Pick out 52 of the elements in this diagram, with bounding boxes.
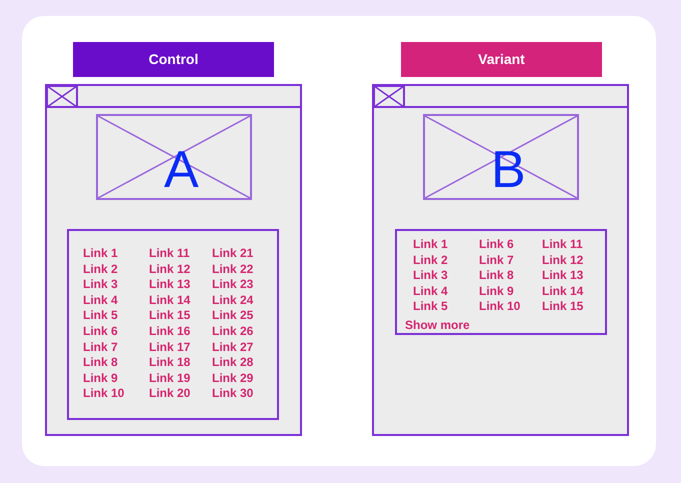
browser-window bbox=[372, 84, 629, 436]
link-panel bbox=[395, 229, 607, 335]
link-text: Link 18 bbox=[149, 355, 190, 371]
link-text: Link 3 bbox=[83, 277, 118, 293]
link-text: Link 6 bbox=[479, 237, 514, 253]
link-text: Link 9 bbox=[479, 284, 514, 300]
link-text: Link 4 bbox=[83, 292, 118, 308]
link-text: Link 4 bbox=[413, 284, 448, 300]
link-text: Link 20 bbox=[149, 386, 190, 402]
link-text: Link 15 bbox=[542, 299, 584, 315]
link-text: Link 2 bbox=[83, 262, 118, 278]
label-banner: Control bbox=[73, 42, 274, 77]
link-text: Link 1 bbox=[413, 237, 448, 253]
link-text: Link 12 bbox=[542, 252, 584, 268]
link-text: Link 26 bbox=[212, 324, 254, 340]
link-text: Link 12 bbox=[149, 262, 190, 278]
link-text: Link 14 bbox=[542, 284, 584, 300]
link-panel bbox=[67, 229, 279, 420]
link-text: Link 8 bbox=[479, 268, 514, 284]
label-banner: Variant bbox=[401, 42, 602, 77]
link-text: Link 23 bbox=[212, 277, 254, 293]
link-text: Link 17 bbox=[149, 340, 190, 356]
link-text: Link 5 bbox=[83, 308, 118, 324]
link-text: Link 6 bbox=[83, 324, 118, 340]
show-more-link: Show more bbox=[405, 318, 470, 334]
link-text: Link 15 bbox=[149, 308, 190, 324]
browser-window bbox=[45, 84, 302, 436]
link-text: Link 5 bbox=[413, 299, 448, 315]
link-text: Link 13 bbox=[542, 268, 584, 284]
link-text: Link 11 bbox=[542, 237, 583, 253]
link-text: Link 22 bbox=[212, 262, 254, 278]
link-text: Link 9 bbox=[83, 370, 118, 386]
link-text: Link 7 bbox=[479, 252, 514, 268]
link-text: Link 10 bbox=[479, 299, 520, 315]
link-text: Link 14 bbox=[149, 292, 190, 308]
link-text: Link 27 bbox=[212, 340, 254, 356]
link-text: Link 21 bbox=[212, 246, 254, 262]
link-text: Link 8 bbox=[83, 355, 118, 371]
link-text: Link 1 bbox=[83, 246, 118, 262]
link-text: Link 28 bbox=[212, 355, 254, 371]
link-text: Link 30 bbox=[212, 386, 254, 402]
link-text: Link 10 bbox=[83, 386, 124, 402]
link-text: Link 24 bbox=[212, 292, 254, 308]
link-text: Link 7 bbox=[83, 340, 118, 356]
link-text: Link 19 bbox=[149, 370, 190, 386]
link-text: Link 11 bbox=[149, 246, 190, 262]
link-text: Link 3 bbox=[413, 268, 448, 284]
link-text: Link 2 bbox=[413, 252, 448, 268]
link-text: Link 25 bbox=[212, 308, 254, 324]
link-text: Link 13 bbox=[149, 277, 190, 293]
link-text: Link 16 bbox=[149, 324, 190, 340]
link-text: Link 29 bbox=[212, 370, 254, 386]
